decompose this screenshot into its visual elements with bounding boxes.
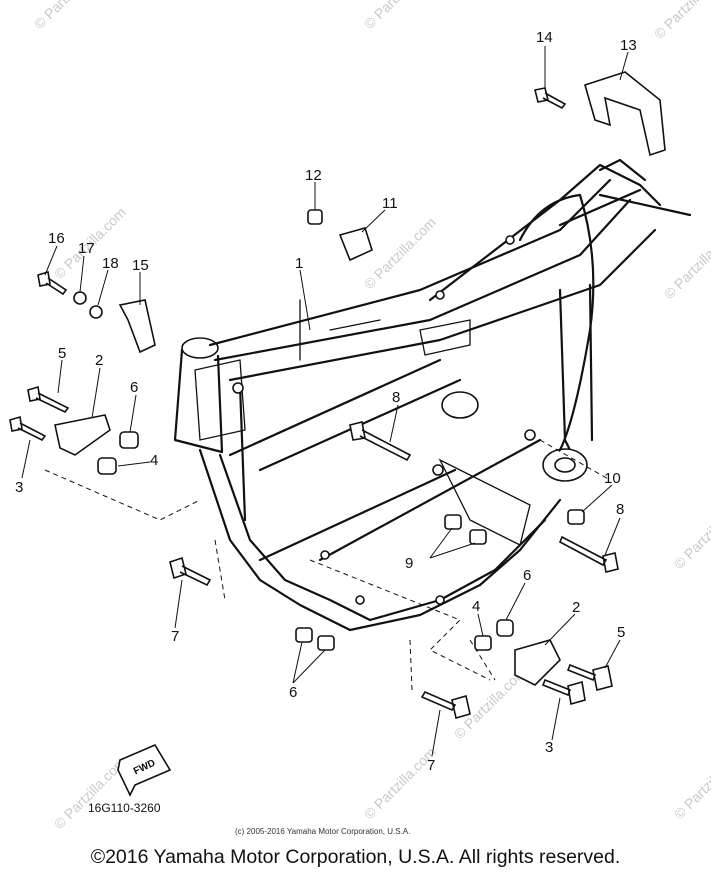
bolt-8-right bbox=[558, 535, 619, 573]
watermark: © Partzilla.com bbox=[51, 754, 129, 832]
collar-18 bbox=[89, 305, 103, 319]
washer-17 bbox=[73, 291, 87, 305]
watermark: © Partzilla.com bbox=[361, 0, 439, 32]
callout-3-right: 3 bbox=[545, 739, 553, 756]
bolt-7-left bbox=[169, 556, 212, 587]
bolt-3-left bbox=[9, 415, 47, 442]
callout-6-right: 6 bbox=[523, 567, 531, 584]
watermark: © Partzilla.com bbox=[671, 494, 711, 572]
callout-12: 12 bbox=[305, 167, 322, 184]
watermark: © Partzilla.com bbox=[361, 214, 439, 292]
bolt-5-right bbox=[566, 663, 613, 691]
callout-8-right: 8 bbox=[616, 501, 624, 518]
bracket-15 bbox=[118, 299, 156, 354]
callout-9: 9 bbox=[405, 555, 413, 572]
seat-bracket bbox=[584, 71, 666, 157]
bolt-14 bbox=[534, 87, 567, 110]
callout-4-right: 4 bbox=[472, 598, 480, 615]
callout-6-bottom: 6 bbox=[289, 684, 297, 701]
callout-11: 11 bbox=[382, 195, 398, 212]
damper-11 bbox=[338, 227, 373, 262]
bolt-5-left bbox=[27, 385, 70, 414]
collar-6-right bbox=[496, 619, 514, 637]
nut-6a bbox=[295, 627, 313, 643]
callout-13: 13 bbox=[620, 37, 637, 54]
footer-copyright: ©2016 Yamaha Motor Corporation, U.S.A. A… bbox=[90, 846, 621, 868]
callout-14: 14 bbox=[536, 29, 553, 46]
callout-15: 15 bbox=[132, 257, 149, 274]
callouts: 14 13 12 11 16 17 18 15 1 5 2 6 8 4 3 10… bbox=[15, 29, 637, 774]
leader-lines bbox=[21, 46, 629, 757]
callout-6-left: 6 bbox=[130, 379, 138, 396]
callout-1: 1 bbox=[295, 255, 303, 272]
watermark: © Partzilla.com bbox=[361, 744, 439, 822]
callout-16: 16 bbox=[48, 230, 65, 247]
engine-bracket-right bbox=[514, 639, 561, 686]
collar-6-left bbox=[119, 431, 139, 449]
nut-4-left bbox=[97, 457, 117, 475]
bolt-16 bbox=[37, 270, 68, 296]
bolt-3-right bbox=[541, 678, 586, 706]
callout-17: 17 bbox=[78, 240, 95, 257]
nut-12 bbox=[307, 209, 323, 225]
nut-9a bbox=[444, 514, 462, 530]
bolt-8-left bbox=[349, 421, 412, 462]
nut-9b bbox=[469, 529, 487, 545]
main-frame bbox=[173, 158, 692, 632]
watermark: © Partzilla.com bbox=[651, 0, 711, 42]
parts: FWD bbox=[9, 71, 666, 797]
fwd-arrow-icon bbox=[117, 743, 172, 797]
engine-bracket-left bbox=[54, 414, 111, 456]
callout-5-right: 5 bbox=[617, 624, 625, 641]
callout-2-right: 2 bbox=[572, 599, 580, 616]
callout-2-left: 2 bbox=[95, 352, 103, 369]
watermark: © Partzilla.com bbox=[671, 744, 711, 822]
callout-18: 18 bbox=[102, 255, 119, 272]
callout-7-right: 7 bbox=[427, 757, 435, 774]
callout-10: 10 bbox=[604, 470, 621, 487]
callout-5-left: 5 bbox=[58, 345, 66, 362]
watermark: © Partzilla.com bbox=[31, 0, 109, 32]
watermark: © Partzilla.com bbox=[661, 224, 711, 302]
diagram-code: 16G110-3260 bbox=[88, 801, 161, 815]
callout-3-left: 3 bbox=[15, 479, 23, 496]
dashed-guides bbox=[44, 439, 611, 691]
bolt-7-right bbox=[420, 690, 471, 720]
small-copyright: (c) 2005-2016 Yamaha Motor Corporation, … bbox=[235, 827, 410, 836]
nut-4-right bbox=[474, 635, 492, 651]
callout-4-left: 4 bbox=[150, 452, 158, 469]
callout-7-left: 7 bbox=[171, 628, 179, 645]
callout-8-left: 8 bbox=[392, 389, 400, 406]
nut-6b bbox=[317, 635, 335, 651]
nut-10 bbox=[567, 509, 585, 525]
